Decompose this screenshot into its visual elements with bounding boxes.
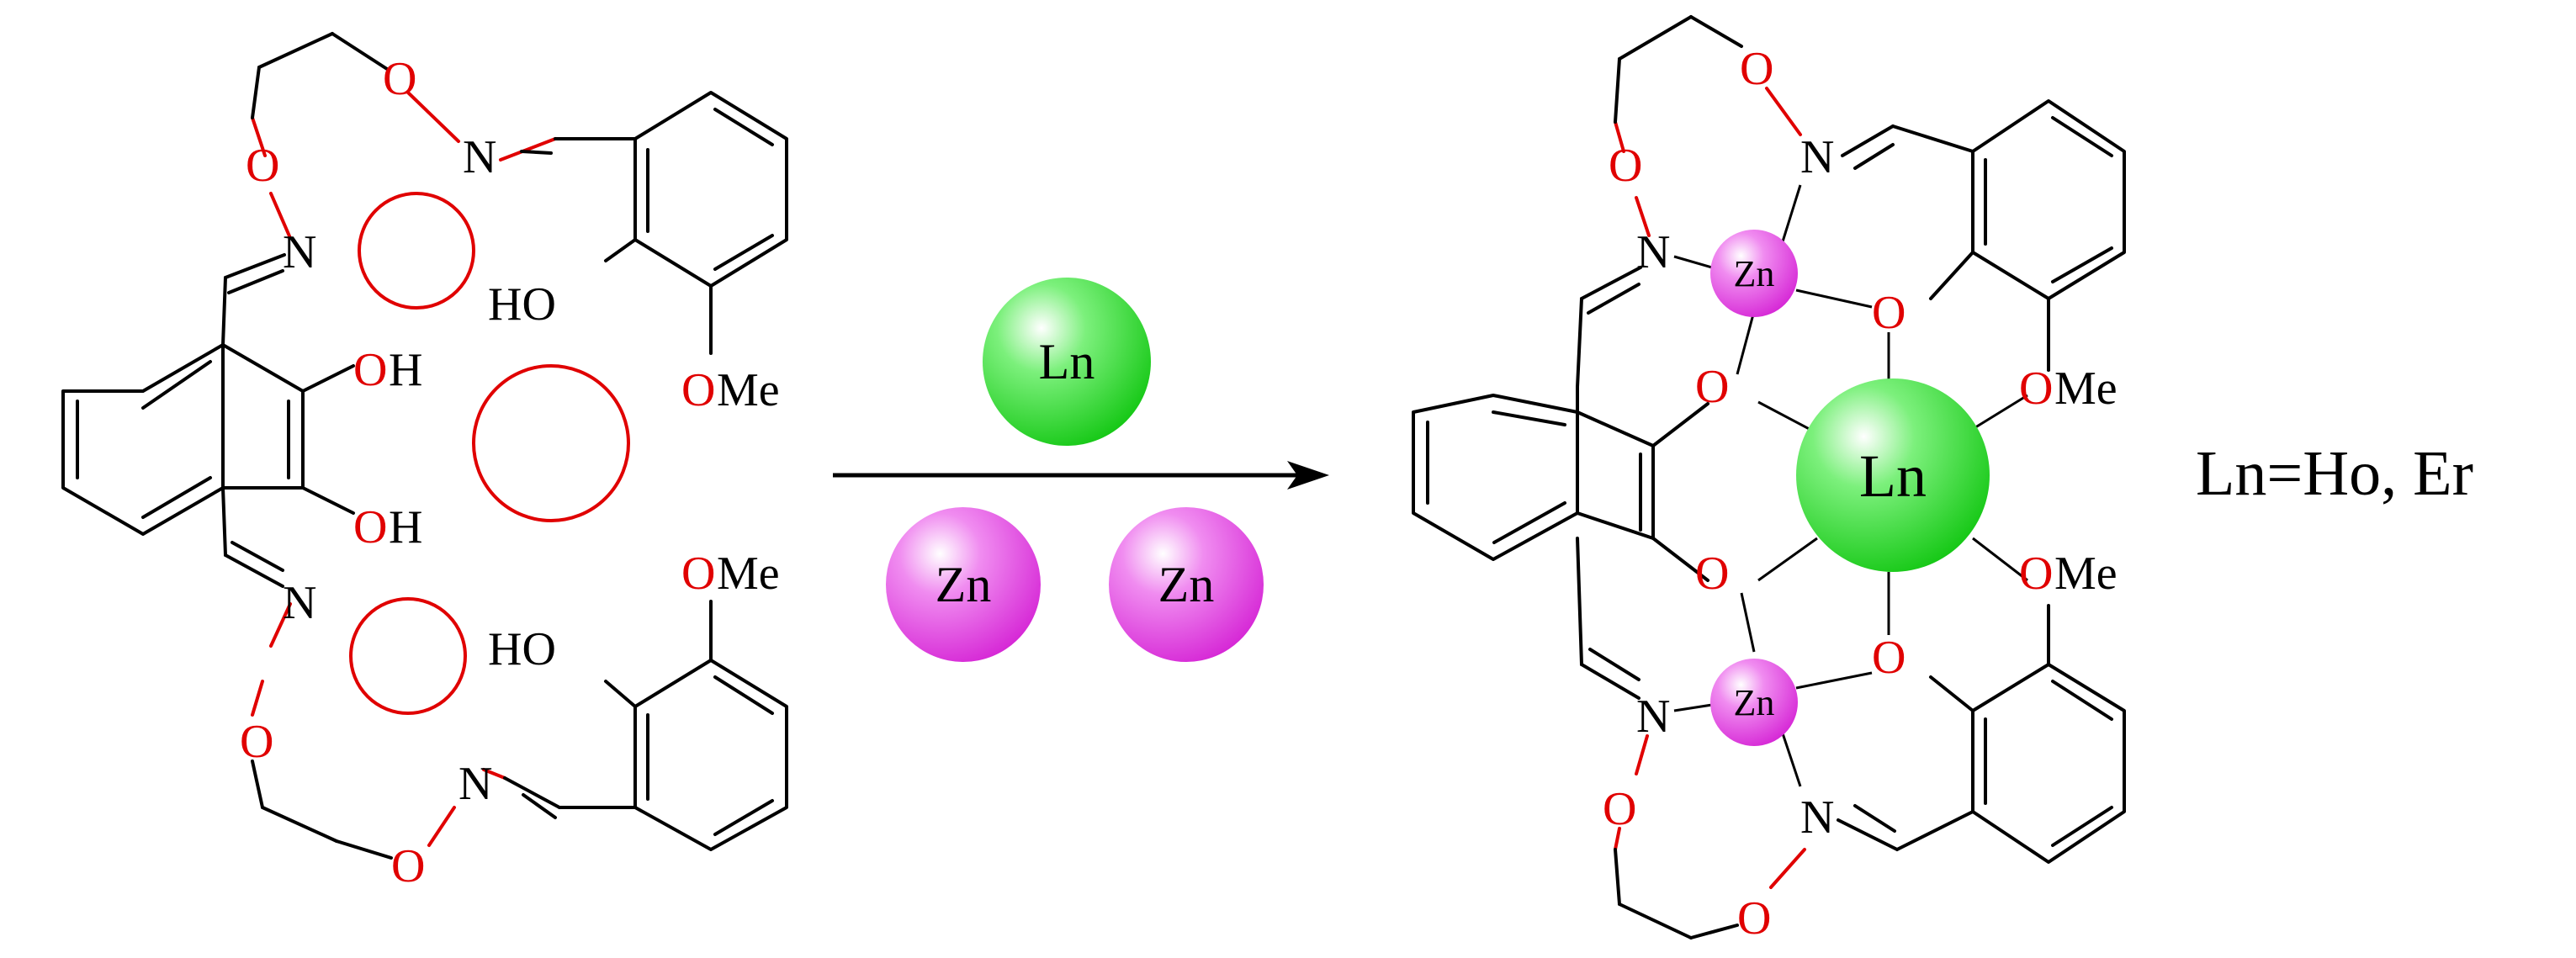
ligand-structure: O O N N HO O Me O H O H O Me HO N O N O [61,32,788,892]
methyl-label: Me [717,364,780,416]
zn-bottom-label: Zn [1734,682,1775,723]
product-complex: Zn Zn Ln O O N N O O O Me O O Me O N N O… [1412,15,2126,945]
zn-reagent-label: Zn [1158,557,1215,612]
methoxy-oxygen-label: O [2019,548,2053,600]
pocket-circle-top [358,192,475,310]
naphthalene-core [61,253,355,588]
oxygen-label: O [246,140,279,192]
hydroxyl-label: HO [488,278,556,331]
ln-sphere [983,278,1151,446]
zn-sphere [1109,507,1264,662]
pocket-circle-middle [472,364,630,522]
top-oxime-chain [251,32,637,240]
oxygen-label: O [391,840,425,892]
methoxy-oxygen-label: O [681,548,715,600]
oxygen-label: O [1603,783,1636,835]
phenoxide-oxygen-label: O [1872,632,1905,684]
naphthoxide-oxygen-label: O [1695,548,1729,600]
methyl-label: Me [2054,363,2118,415]
zn-top-sphere [1710,230,1798,317]
methoxy-oxygen-label: O [2019,363,2053,415]
bottom-phenol-ring [604,600,788,851]
phenoxide-oxygen-label: O [1872,287,1905,339]
oxygen-label: O [383,53,416,105]
zn-reagent-label: Zn [936,557,992,612]
zn-bottom-sphere [1710,659,1798,746]
nitrogen-label: N [283,226,316,278]
product-naphthalene [1412,385,1709,582]
top-phenol-ring [604,91,788,355]
ln-center-label: Ln [1859,442,1927,510]
nitrogen-label: N [283,577,316,629]
hydrogen-label: H [389,344,422,396]
reaction-arrow [833,461,1329,490]
oxygen-label: O [1609,140,1642,192]
methyl-label: Me [2054,548,2118,600]
nitrogen-label: N [1800,131,1834,183]
coordination-bonds [1673,184,2028,787]
ln-reagent-label: Ln [1039,334,1095,389]
nitrogen-label: N [1636,226,1670,278]
reagents: Ln Zn Zn [886,278,1264,662]
nitrogen-label: N [1800,791,1834,844]
methyl-label: Me [717,548,780,600]
pocket-circle-bottom [349,597,467,715]
oxygen-label: O [1740,43,1773,95]
ln-center-sphere [1796,378,1990,572]
hydroxyl-oxygen-label: O [353,501,387,553]
nitrogen-label: N [1636,691,1670,743]
zn-top-label: Zn [1734,253,1775,294]
methoxy-oxygen-label: O [681,364,715,416]
lanthanide-legend: Ln=Ho, Er [2196,438,2473,509]
hydroxyl-label: HO [488,623,556,675]
hydroxyl-oxygen-label: O [353,344,387,396]
oxygen-label: O [240,716,273,768]
oxygen-label: O [1737,892,1771,945]
bottom-oxime-chain [251,602,637,860]
nitrogen-label: N [458,758,492,810]
nitrogen-label: N [463,131,496,183]
hydrogen-label: H [389,501,422,553]
zn-sphere [886,507,1041,662]
naphthoxide-oxygen-label: O [1695,361,1729,413]
